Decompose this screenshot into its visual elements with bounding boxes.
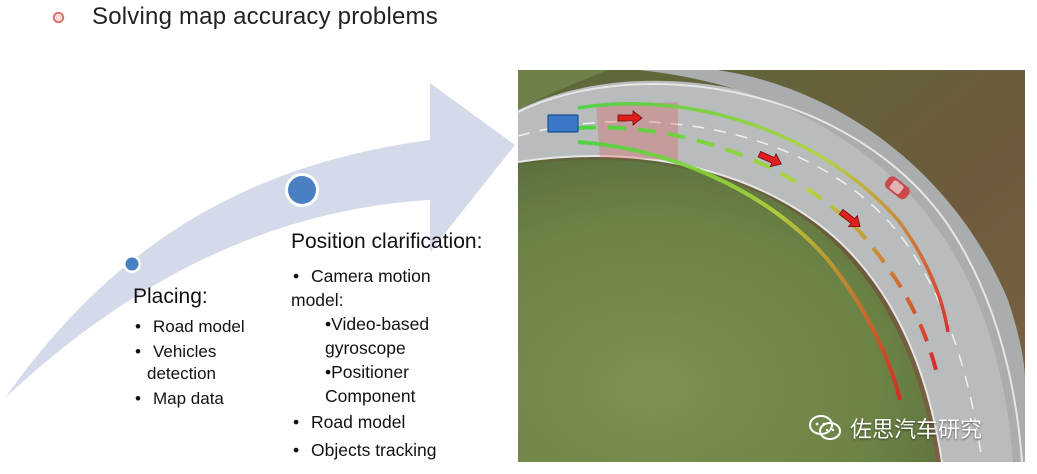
position-sub-gyroscope: gyroscope: [325, 338, 406, 359]
ego-vehicle-box: [547, 114, 579, 133]
inner-grass: [518, 159, 936, 462]
position-sub-video: •Video-based: [325, 314, 430, 335]
slide-title-row: Solving map accuracy problems: [52, 2, 438, 32]
ring-bullet-icon: [52, 11, 65, 23]
aerial-road-photo: [518, 70, 1025, 462]
red-arrow-1: [617, 110, 643, 126]
placing-heading: Placing:: [133, 285, 208, 308]
wechat-icon: [809, 415, 841, 440]
position-heading: Position clarification:: [291, 230, 483, 253]
watermark: 佐思汽车研究: [808, 412, 982, 444]
placing-item-road-model: Road model: [133, 316, 283, 338]
position-sub-positioner: •Positioner: [325, 362, 409, 383]
position-list-2: Road model Objects tracking: [291, 410, 516, 462]
watermark-text: 佐思汽车研究: [850, 417, 983, 442]
road-edge-inner: [518, 154, 943, 462]
red-arrow-3: [838, 208, 861, 228]
trajectory-lower: [577, 140, 902, 401]
placing-item-map-data: Map data: [133, 388, 283, 410]
top-left-grass: [518, 70, 608, 110]
road-edge-outer: [518, 83, 1023, 462]
slide-title: Solving map accuracy problems: [92, 3, 438, 30]
position-sub-component: Component: [325, 386, 416, 407]
aerial-road-illustration: [518, 70, 1025, 462]
position-item-road-model: Road model: [291, 410, 516, 434]
trajectory-upper: [577, 102, 950, 333]
node-large-inner: [288, 176, 316, 204]
node-small-inner: [125, 257, 139, 271]
red-arrow-2: [757, 150, 782, 168]
position-item-objects: Objects tracking: [291, 438, 516, 462]
arrow-shape: [5, 83, 515, 398]
red-car: [884, 176, 910, 200]
position-block: Position clarification: Camera motionmod…: [291, 228, 516, 462]
